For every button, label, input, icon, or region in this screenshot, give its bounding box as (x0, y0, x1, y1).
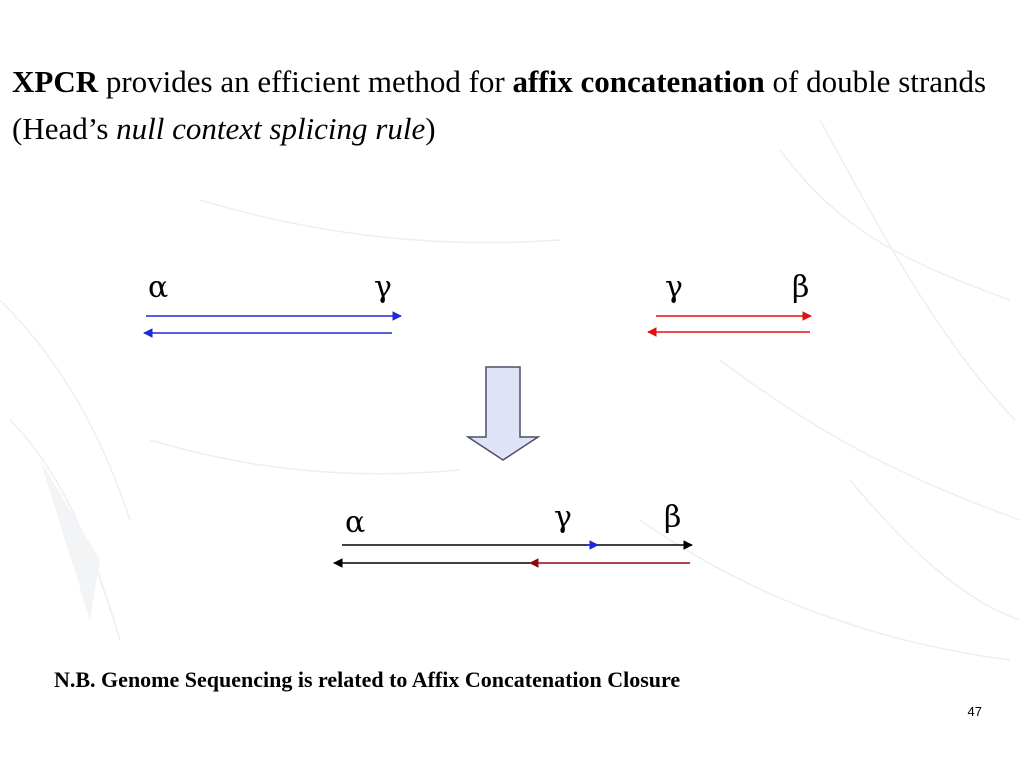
label-beta-bottom: β (664, 500, 681, 535)
down-arrow (465, 366, 541, 461)
label-alpha-top: α (148, 270, 168, 305)
title-null-context-rule: null context splicing rule (116, 111, 426, 146)
label-beta-top: β (792, 270, 809, 305)
footnote: N.B. Genome Sequencing is related to Aff… (54, 667, 681, 692)
title-affix-concatenation: affix concatenation (512, 64, 765, 99)
label-alpha-bottom: α (345, 505, 365, 540)
title-text-1: provides an efficient method for (98, 64, 513, 99)
title-xpcr: XPCR (12, 64, 99, 99)
page-number: 47 (967, 704, 982, 719)
slide-title: XPCR provides an efficient method for af… (12, 58, 1012, 152)
title-text-3: ) (425, 111, 436, 146)
label-gamma-top-left: γ (374, 270, 392, 305)
title-text-2: of double strands (Head’s (12, 64, 987, 146)
label-gamma-bottom: γ (554, 500, 572, 535)
label-gamma-top-right: γ (665, 270, 683, 305)
